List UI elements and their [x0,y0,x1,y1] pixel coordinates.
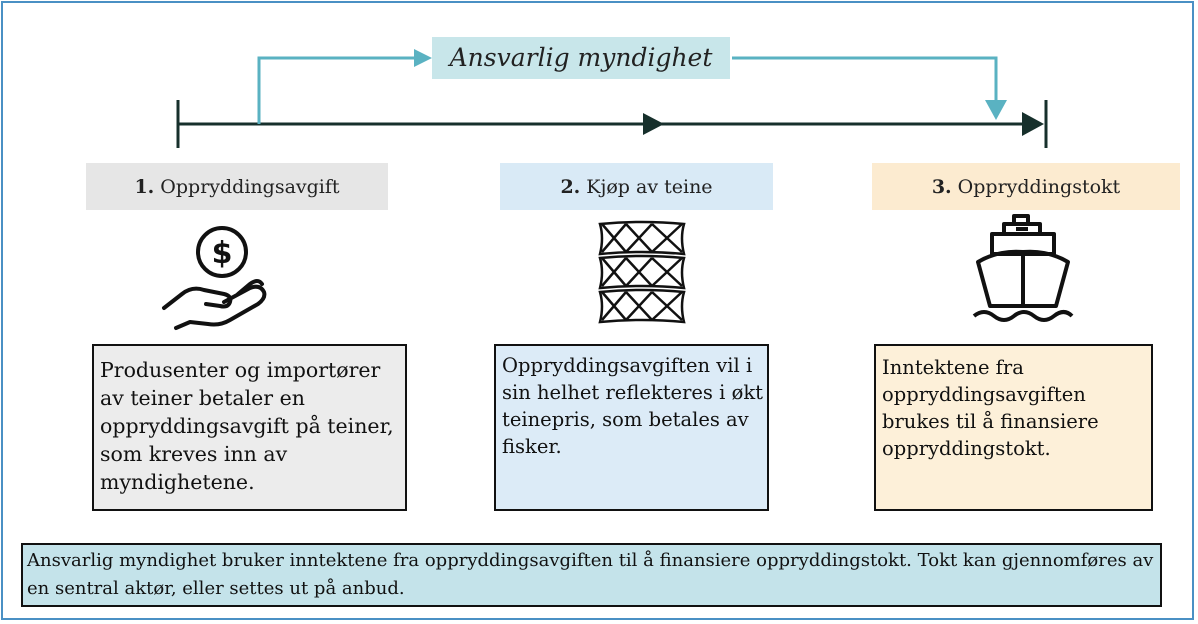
step-1-title: Oppryddingsavgift [160,175,340,198]
step-3-number: 3. [931,175,952,198]
authority-arrow-left [257,56,420,124]
step-2-description: Oppryddingsavgiften vil i sin helhet ref… [494,344,769,511]
step-1-description: Produsenter og importører av teiner beta… [92,344,407,511]
svg-text:$: $ [212,236,233,271]
step-2-header: 2. Kjøp av teine [500,163,773,210]
net-trap-icon [598,220,686,324]
timeline-end-arrowhead [1022,112,1044,136]
authority-arrow-right-head [985,100,1007,120]
hand-coin-icon: $ [162,226,267,330]
authority-label: Ansvarlig myndighet [432,37,730,79]
step-3-title: Oppryddingstokt [957,175,1121,198]
timeline-mid-arrowhead [643,113,664,135]
authority-arrow-left-head [414,49,432,67]
step-2-number: 2. [560,175,581,198]
authority-arrow-right [732,56,998,102]
summary-text: Ansvarlig myndighet bruker inntektene fr… [21,543,1162,607]
step-1-header: 1. Oppryddingsavgift [86,163,388,210]
step-3-description: Inntektene fra oppryddingsavgiften bruke… [874,344,1153,511]
ship-icon [972,214,1074,322]
step-3-header: 3. Oppryddingstokt [872,163,1180,210]
step-2-title: Kjøp av teine [586,175,713,198]
step-1-number: 1. [134,175,155,198]
